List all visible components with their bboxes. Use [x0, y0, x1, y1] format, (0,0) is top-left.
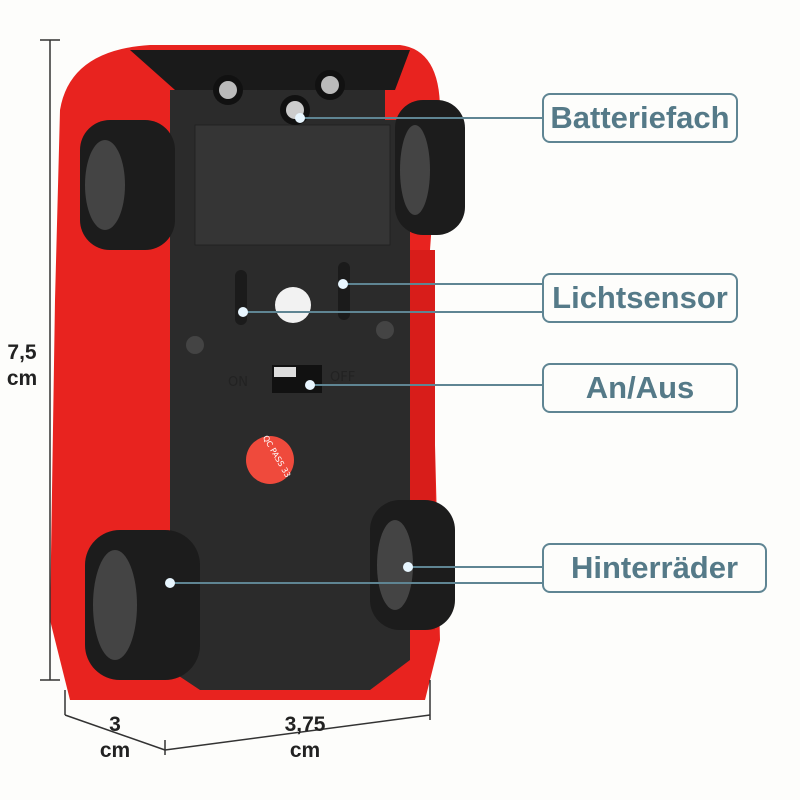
marker-dots: [165, 113, 413, 588]
label-light-sensor: Lichtsensor: [542, 273, 738, 323]
front-right-wheel: [395, 100, 465, 235]
label-battery: Batteriefach: [542, 93, 738, 143]
label-rear-wheels: Hinterräder: [542, 543, 767, 593]
connector-lines: [170, 117, 542, 584]
front-left-wheel: [80, 120, 175, 250]
battery-cover: [194, 124, 391, 246]
on-marking: ON: [228, 375, 248, 390]
rear-left-wheel: [85, 530, 200, 680]
light-sensor: [275, 287, 311, 323]
screws: [186, 70, 394, 354]
qc-sticker: [246, 436, 294, 484]
dimension-lines: [40, 39, 431, 755]
label-switch: An/Aus: [542, 363, 738, 413]
off-marking: OFF: [330, 370, 356, 385]
